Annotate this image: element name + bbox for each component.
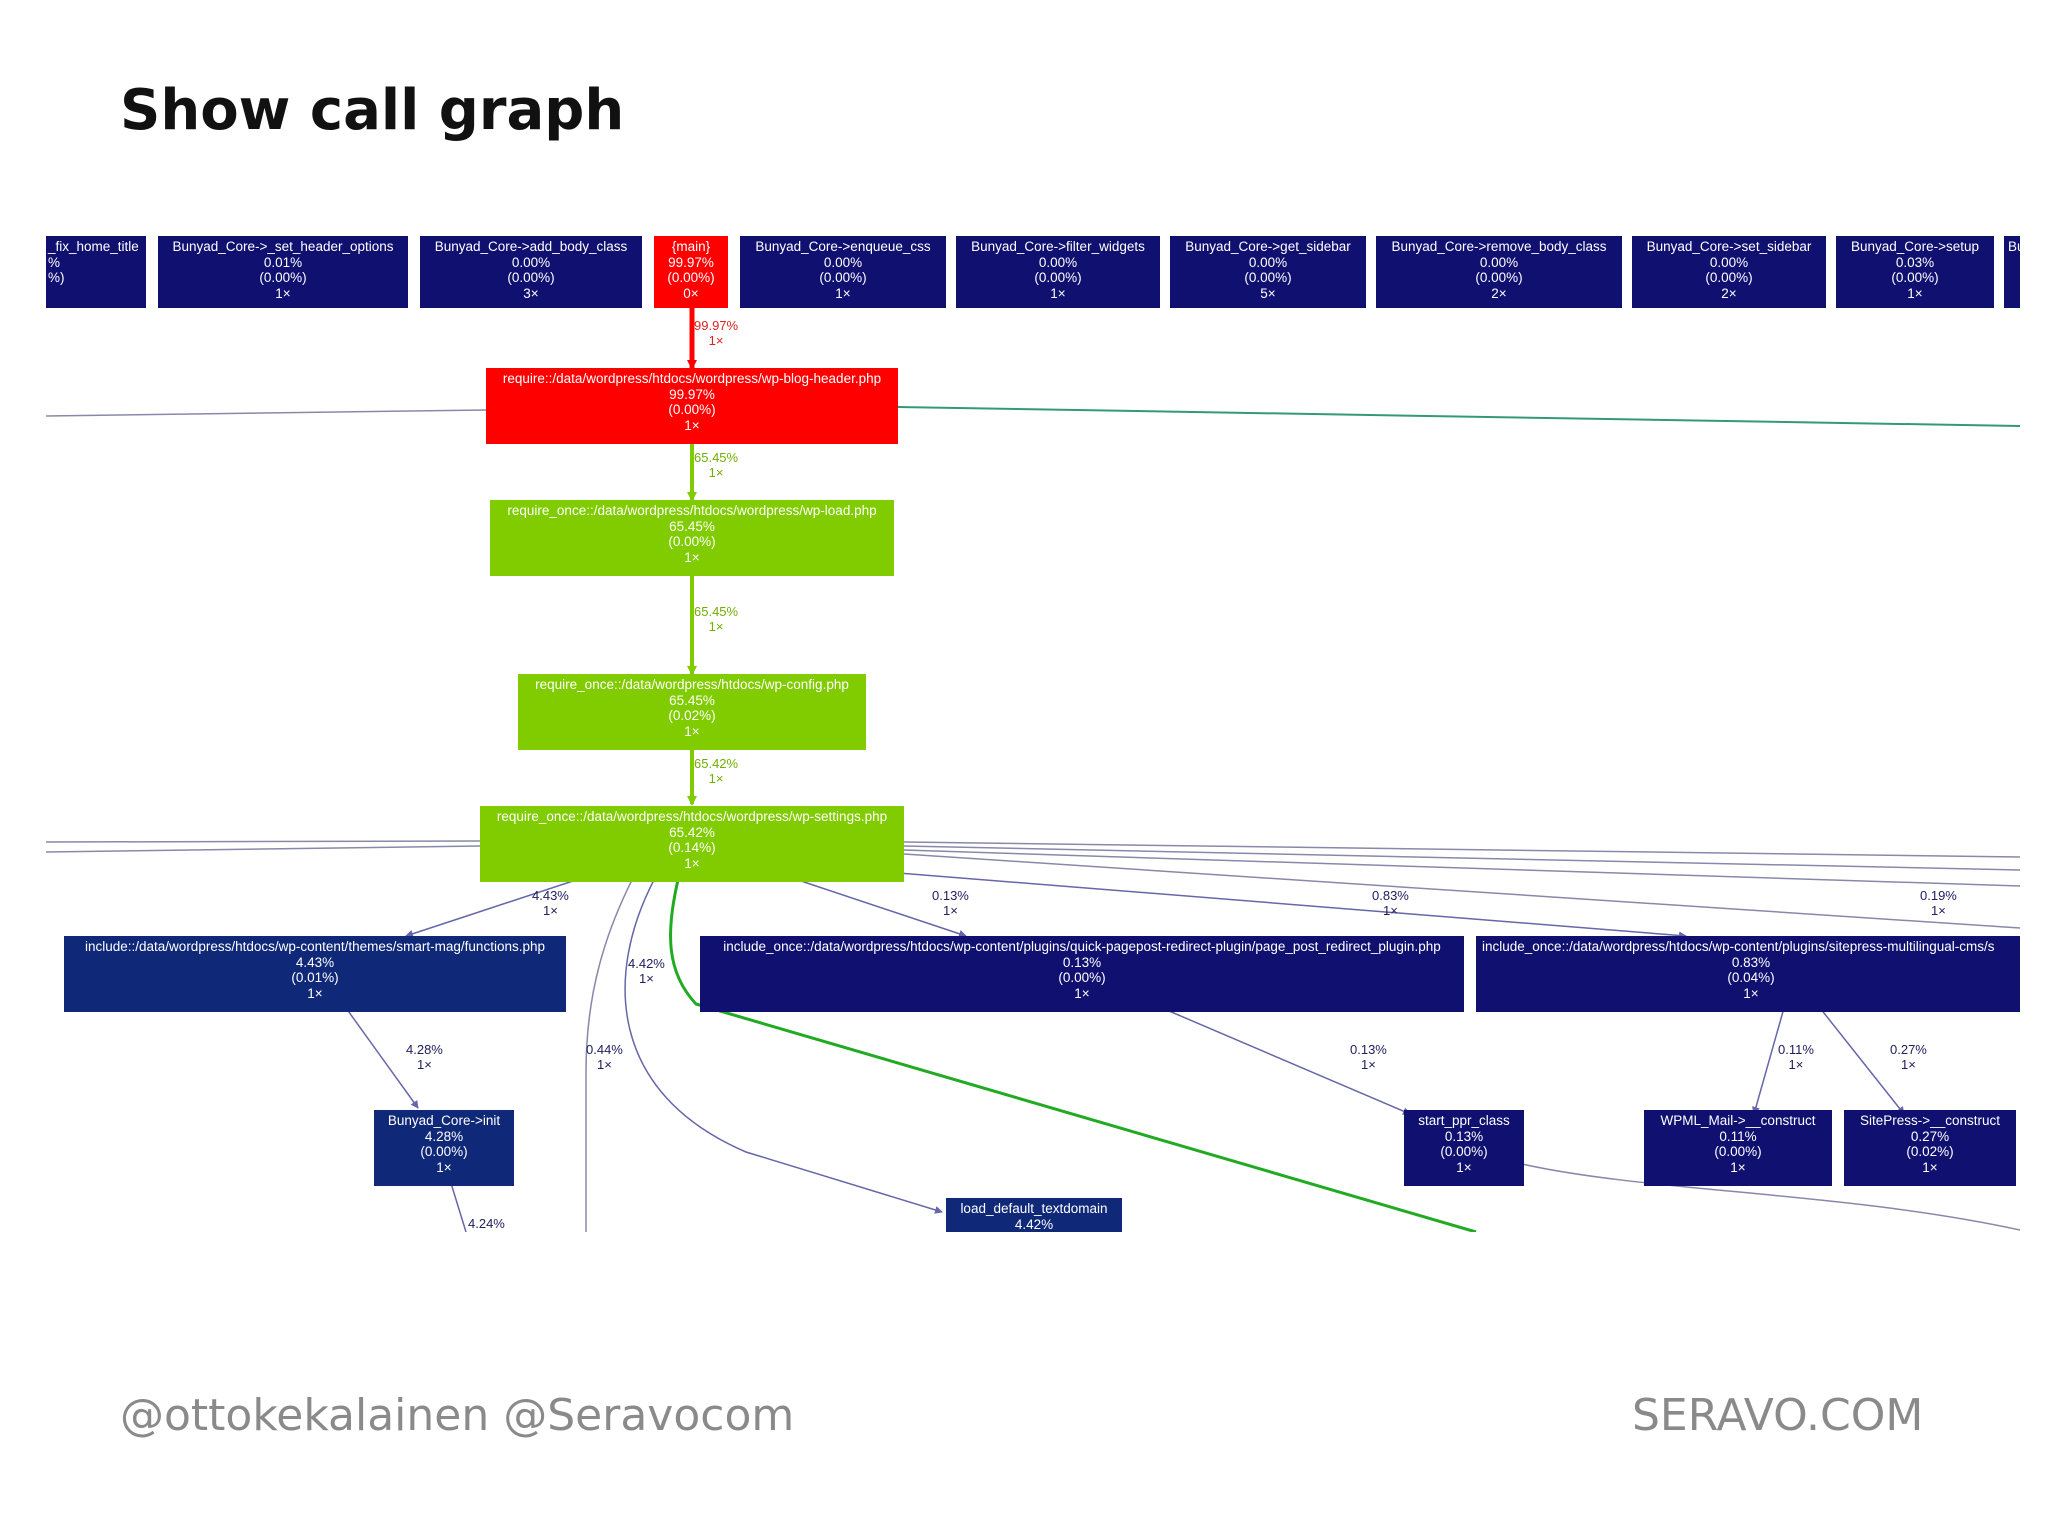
edge-label: 0.19%1×	[1920, 888, 1957, 918]
graph-node[interactable]: Bunyad_Core->add_body_class 0.00% (0.00%…	[420, 236, 642, 308]
edge-label: 65.45%1×	[694, 450, 739, 480]
edge-label: 65.42%1×	[694, 756, 739, 786]
graph-node[interactable]: Bunyad_Core->filter_widgets 0.00% (0.00%…	[956, 236, 1160, 308]
footer-handles: @ottokekalainen @Seravocom	[120, 1390, 795, 1441]
edge-wp-settings-left-1	[46, 840, 481, 843]
edge-label: 0.13%1×	[1350, 1042, 1387, 1072]
edge-wp-settings-to-sitepress	[885, 871, 1687, 940]
edge-sitepress-to-construct	[1819, 1007, 1905, 1115]
edge-wp-settings-right-4	[903, 853, 2020, 929]
graph-node[interactable]: Bu	[2004, 236, 2020, 308]
graph-node-start-ppr[interactable]: start_ppr_class 0.13% (0.00%) 1×	[1404, 1110, 1524, 1186]
edge-label: 4.24%	[468, 1216, 505, 1231]
edge-label: 4.28%1×	[406, 1042, 443, 1072]
edge-label: 4.43%1×	[532, 888, 569, 918]
edge-label: 0.13%1×	[932, 888, 969, 918]
edge-label: 65.45%1×	[694, 604, 739, 634]
edge-wp-settings-green	[669, 879, 1477, 1232]
edge-functions-to-init	[345, 1007, 419, 1109]
graph-node-wp-config[interactable]: require_once::/data/wordpress/htdocs/wp-…	[518, 674, 866, 750]
graph-node-wp-load[interactable]: require_once::/data/wordpress/htdocs/wor…	[490, 500, 894, 576]
edge-label: 99.97%1×	[694, 318, 739, 348]
edge-wp-settings-right-3	[903, 849, 2020, 887]
footer-site: SERAVO.COM	[1632, 1390, 1924, 1441]
graph-node-wpml-mail[interactable]: WPML_Mail->__construct 0.11% (0.00%) 1×	[1644, 1110, 1832, 1186]
edge-wp-settings-down	[585, 879, 633, 1232]
graph-node-blog-header[interactable]: require::/data/wordpress/htdocs/wordpres…	[486, 368, 898, 444]
edge-wp-settings-right-2	[903, 845, 2020, 871]
graph-node-sitepress-construct[interactable]: SitePress->__construct 0.27% (0.02%) 1×	[1844, 1110, 2016, 1186]
edge-label: 0.83%1×	[1372, 888, 1409, 918]
edge-label: 0.11%1×	[1778, 1042, 1814, 1072]
graph-node[interactable]: Bunyad_Core->_set_header_options 0.01% (…	[158, 236, 408, 308]
graph-node-wp-settings[interactable]: require_once::/data/wordpress/htdocs/wor…	[480, 806, 904, 882]
slide-title: Show call graph	[120, 78, 625, 143]
graph-node-bunyad-init[interactable]: Bunyad_Core->init 4.28% (0.00%) 1×	[374, 1110, 514, 1186]
graph-node[interactable]: Bunyad_Core->enqueue_css 0.00% (0.00%) 1…	[740, 236, 946, 308]
graph-node-main[interactable]: {main} 99.97% (0.00%) 0×	[654, 236, 728, 308]
graph-node-ppr[interactable]: include_once::/data/wordpress/htdocs/wp-…	[700, 936, 1464, 1012]
graph-node[interactable]: _fix_home_title % %)	[46, 236, 146, 308]
edge-blog-header-left	[46, 409, 487, 417]
graph-node[interactable]: Bunyad_Core->set_sidebar 0.00% (0.00%) 2…	[1632, 236, 1826, 308]
graph-node-textdomain[interactable]: load_default_textdomain 4.42%	[946, 1198, 1122, 1232]
edge-label: 4.42%1×	[628, 956, 665, 986]
edge-wp-settings-to-textdomain	[624, 879, 943, 1214]
edge-wp-settings-to-functions	[405, 879, 577, 938]
graph-node[interactable]: Bunyad_Core->setup 0.03% (0.00%) 1×	[1836, 236, 1994, 308]
edge-label: 0.27%1×	[1890, 1042, 1927, 1072]
edge-start-right	[1521, 1163, 2020, 1231]
graph-node[interactable]: Bunyad_Core->get_sidebar 0.00% (0.00%) 5…	[1170, 236, 1366, 308]
edge-ppr-to-start	[1161, 1007, 1411, 1115]
call-graph: _fix_home_title % %) Bunyad_Core->_set_h…	[46, 232, 2020, 1232]
edge-wp-settings-to-ppr	[797, 879, 967, 938]
edge-label: 0.44%1×	[586, 1042, 623, 1072]
call-graph-edges	[46, 308, 2020, 1232]
edge-wp-settings-right-1	[903, 841, 2020, 858]
edge-sitepress-to-wpml	[1752, 1007, 1785, 1115]
edge-blog-header-right	[897, 406, 2020, 427]
graph-node[interactable]: Bunyad_Core->remove_body_class 0.00% (0.…	[1376, 236, 1622, 308]
graph-node-sitepress[interactable]: include_once::/data/wordpress/htdocs/wp-…	[1476, 936, 2020, 1012]
edge-wp-settings-left-2	[46, 845, 481, 853]
edge-init-down	[449, 1179, 467, 1232]
graph-node-functions[interactable]: include::/data/wordpress/htdocs/wp-conte…	[64, 936, 566, 1012]
